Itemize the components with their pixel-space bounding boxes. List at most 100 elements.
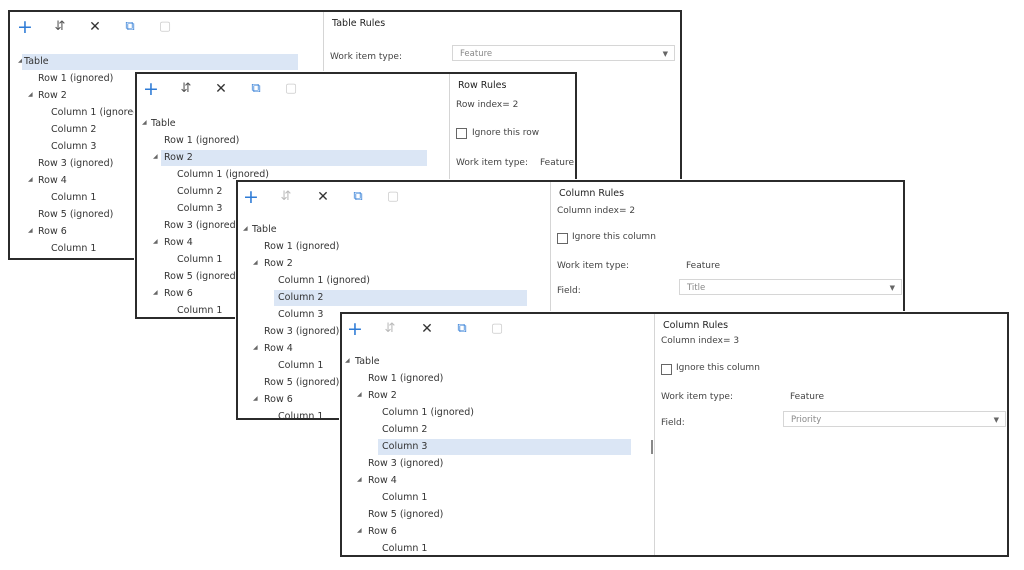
- collapse-arrow-icon[interactable]: ◢: [357, 391, 362, 398]
- tree-node-row1[interactable]: Row 1 (ignored): [38, 71, 113, 87]
- select-value: Title: [687, 283, 706, 293]
- delete-icon[interactable]: ✕: [89, 19, 101, 35]
- ignore-column-checkbox[interactable]: [557, 233, 568, 244]
- move-icon[interactable]: ⇵: [180, 81, 192, 96]
- tree-node-label: Column 2: [382, 424, 428, 435]
- tree-node-row2[interactable]: Row 2: [161, 150, 427, 166]
- tree-node-label: Column 1 (ignored): [278, 275, 370, 286]
- tree-node-row2[interactable]: Row 2: [38, 88, 67, 104]
- collapse-arrow-icon[interactable]: ◢: [345, 357, 350, 364]
- copy-icon[interactable]: ⧉: [125, 19, 135, 34]
- delete-icon[interactable]: ✕: [215, 81, 227, 97]
- work-item-type-select[interactable]: Feature ▼: [452, 45, 675, 61]
- tree-node-label: Column 2: [177, 186, 223, 197]
- collapse-arrow-icon[interactable]: ◢: [253, 259, 258, 266]
- tree-node-label: Column 1 (ignored): [51, 107, 143, 118]
- tree-node-label: Row 2: [164, 152, 193, 163]
- tree-node-r4c1[interactable]: Column 1: [382, 490, 427, 506]
- collapse-arrow-icon[interactable]: ◢: [153, 289, 158, 296]
- delete-icon[interactable]: ✕: [317, 189, 329, 205]
- collapse-arrow-icon[interactable]: ◢: [28, 91, 33, 98]
- tree-node-label: Row 4: [38, 175, 67, 186]
- copy-icon[interactable]: ⧉: [251, 81, 261, 96]
- tree-node-table[interactable]: Table: [252, 222, 277, 238]
- collapse-arrow-icon[interactable]: ◢: [18, 57, 23, 64]
- tree-node-r2c1[interactable]: Column 1 (ignored): [51, 105, 143, 121]
- tree-node-row6[interactable]: Row 6: [164, 286, 193, 302]
- tree-node-r4c1[interactable]: Column 1: [278, 358, 323, 374]
- field-select[interactable]: Title ▼: [679, 279, 902, 295]
- tree-node-r2c3[interactable]: Column 3: [278, 307, 323, 323]
- tree-node-row3[interactable]: Row 3 (ignored): [368, 456, 443, 472]
- collapse-arrow-icon[interactable]: ◢: [357, 527, 362, 534]
- tree-node-r2c2[interactable]: Column 2: [51, 122, 96, 138]
- tree-node-row3[interactable]: Row 3 (ignored): [264, 324, 339, 340]
- add-icon[interactable]: +: [17, 16, 33, 38]
- tree-node-r2c2[interactable]: Column 2: [177, 184, 222, 200]
- tree-node-row5[interactable]: Row 5 (ignored): [368, 507, 443, 523]
- tree-node-row4[interactable]: Row 4: [368, 473, 397, 489]
- ignore-row-checkbox[interactable]: [456, 128, 467, 139]
- tree-node-row1[interactable]: Row 1 (ignored): [368, 371, 443, 387]
- collapse-arrow-icon[interactable]: ◢: [253, 344, 258, 351]
- tree-node-row3[interactable]: Row 3 (ignored): [164, 218, 239, 234]
- tree-node-label: Row 3 (ignored): [264, 326, 340, 337]
- add-icon[interactable]: +: [243, 186, 259, 208]
- tree-node-row5[interactable]: Row 5 (ignored): [164, 269, 239, 285]
- tree-node-row1[interactable]: Row 1 (ignored): [164, 133, 239, 149]
- pane-splitter[interactable]: [651, 440, 653, 454]
- tree-node-r6c1[interactable]: Column 1: [51, 241, 96, 257]
- tree-node-row6[interactable]: Row 6: [38, 224, 67, 240]
- tree-node-row2[interactable]: Row 2: [264, 256, 293, 272]
- tree-node-r2c1[interactable]: Column 1 (ignored): [382, 405, 474, 421]
- collapse-arrow-icon[interactable]: ◢: [253, 395, 258, 402]
- collapse-arrow-icon[interactable]: ◢: [28, 227, 33, 234]
- paste-icon: ▢: [490, 321, 504, 336]
- collapse-arrow-icon[interactable]: ◢: [142, 119, 147, 126]
- tree-node-row6[interactable]: Row 6: [368, 524, 397, 540]
- tree-node-r2c1[interactable]: Column 1 (ignored): [278, 273, 370, 289]
- tree-pane: + ⇵ ✕ ⧉ ▢ ◢ Table Row 1 (ignored) ◢ Row …: [10, 12, 323, 258]
- tree-node-r6c1[interactable]: Column 1: [382, 541, 427, 555]
- collapse-arrow-icon[interactable]: ◢: [357, 476, 362, 483]
- tree-node-row1[interactable]: Row 1 (ignored): [264, 239, 339, 255]
- tree-node-row4[interactable]: Row 4: [264, 341, 293, 357]
- tree-node-r6c1[interactable]: Column 1: [278, 409, 323, 418]
- tree-node-row6[interactable]: Row 6: [264, 392, 293, 408]
- tree-node-r2c2[interactable]: Column 2: [274, 290, 527, 306]
- field-select[interactable]: Priority ▼: [783, 411, 1006, 427]
- tree-node-row4[interactable]: Row 4: [164, 235, 193, 251]
- tree-node-r4c1[interactable]: Column 1: [51, 190, 96, 206]
- tree-node-r4c1[interactable]: Column 1: [177, 252, 222, 268]
- tree-node-r6c1[interactable]: Column 1: [177, 303, 222, 317]
- add-icon[interactable]: +: [143, 78, 159, 100]
- delete-icon[interactable]: ✕: [421, 321, 433, 337]
- collapse-arrow-icon[interactable]: ◢: [28, 176, 33, 183]
- tree-node-r2c3[interactable]: Column 3: [177, 201, 222, 217]
- tree-node-r2c2[interactable]: Column 2: [382, 422, 427, 438]
- collapse-arrow-icon[interactable]: ◢: [153, 153, 158, 160]
- work-item-type-label: Work item type:: [661, 392, 733, 402]
- tree-node-table[interactable]: Table: [355, 354, 380, 370]
- tree-node-r2c3[interactable]: Column 3: [378, 439, 631, 455]
- move-icon[interactable]: ⇵: [54, 19, 66, 34]
- tree-node-label: Column 1: [278, 360, 324, 371]
- add-icon[interactable]: +: [347, 318, 363, 340]
- collapse-arrow-icon[interactable]: ◢: [153, 238, 158, 245]
- tree-node-row4[interactable]: Row 4: [38, 173, 67, 189]
- tree-node-r2c3[interactable]: Column 3: [51, 139, 96, 155]
- tree-node-row5[interactable]: Row 5 (ignored): [38, 207, 113, 223]
- copy-icon[interactable]: ⧉: [353, 189, 363, 204]
- tree-pane: + ⇵ ✕ ⧉ ▢ ◢ Table Row 1 (ignored) ◢ Row …: [238, 182, 550, 418]
- tree-node-r2c1[interactable]: Column 1 (ignored): [177, 167, 269, 183]
- tree-node-label: Column 2: [51, 124, 97, 135]
- tree-node-row3[interactable]: Row 3 (ignored): [38, 156, 113, 172]
- collapse-arrow-icon[interactable]: ◢: [243, 225, 248, 232]
- tree-node-row2[interactable]: Row 2: [368, 388, 397, 404]
- tree-node-table[interactable]: Table: [22, 54, 298, 70]
- ignore-column-checkbox[interactable]: [661, 364, 672, 375]
- tree-node-table[interactable]: Table: [151, 116, 176, 132]
- work-item-type-label: Work item type:: [557, 261, 629, 271]
- tree-node-row5[interactable]: Row 5 (ignored): [264, 375, 339, 391]
- copy-icon[interactable]: ⧉: [457, 321, 467, 336]
